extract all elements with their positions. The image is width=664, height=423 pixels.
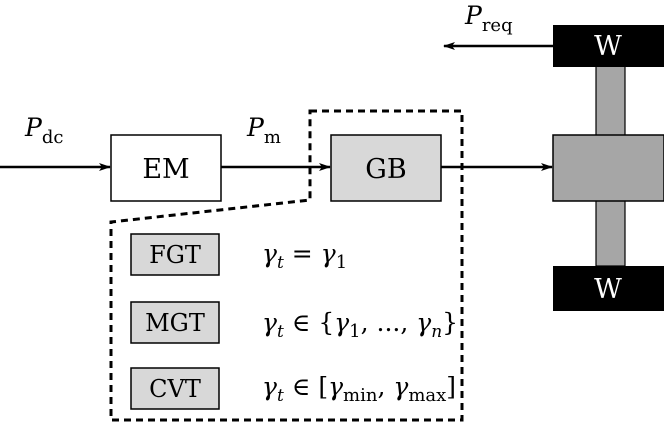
- mgt-label: MGT: [145, 309, 205, 337]
- label-p-req: Preq: [464, 1, 513, 36]
- gearbox-label: GB: [365, 154, 406, 185]
- axle-upper: [595, 61, 626, 137]
- fgt-formula: γt=γ1: [262, 239, 347, 273]
- fgt-label: FGT: [149, 241, 201, 269]
- label-p-m: Pm: [246, 113, 281, 148]
- axle-lower: [595, 199, 626, 267]
- wheel-bottom: [553, 266, 664, 311]
- electric-motor-box: [110, 134, 222, 202]
- wheel-bottom-label: W: [594, 274, 622, 305]
- electric-motor-label: EM: [142, 154, 189, 185]
- wheel-top-label: W: [594, 31, 622, 62]
- wheel-top: [553, 25, 664, 67]
- cvt-box: [130, 367, 220, 410]
- vehicle-chassis: [552, 134, 664, 202]
- fgt-box: [130, 233, 220, 276]
- label-p-dc: Pdc: [24, 113, 63, 148]
- mgt-formula: γt∈{γ1, ..., γn}: [262, 308, 458, 342]
- cvt-label: CVT: [149, 375, 201, 403]
- mgt-box: [130, 301, 220, 344]
- cvt-formula: γt∈[γmin, γmax]: [262, 372, 456, 406]
